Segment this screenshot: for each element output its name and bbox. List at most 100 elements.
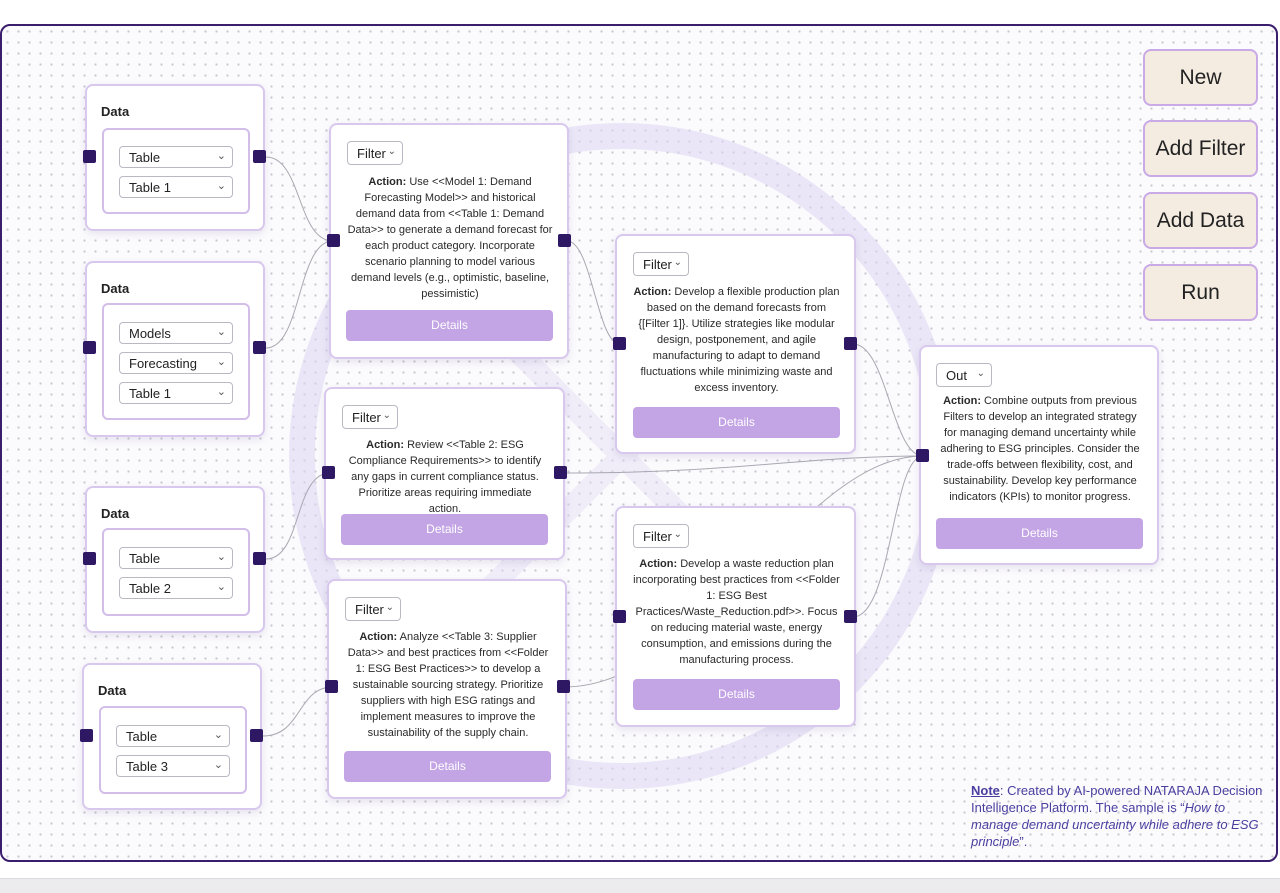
action-text: Action: Develop a flexible production pl… [633,284,840,396]
node-type-select-value: Filter [352,410,381,425]
data-table-select[interactable]: Table 2 ⌄ [119,577,233,599]
data-node-2-input-port[interactable] [83,341,96,354]
wire-data3-filter2 [265,472,331,560]
data-type-select[interactable]: Table ⌄ [119,146,233,168]
node-type-select[interactable]: Filter ⌄ [342,405,398,429]
data-table-select[interactable]: Table 1 ⌄ [119,382,233,404]
details-button[interactable]: Details [346,310,553,341]
run-button[interactable]: Run [1143,264,1258,321]
node-type-select[interactable]: Filter ⌄ [633,524,689,548]
action-label: Action: [633,286,672,298]
data-node-3-output-port[interactable] [253,552,266,565]
filter-node-4[interactable]: Filter ⌄ Action: Develop a flexible prod… [615,234,856,454]
action-text: Action: Combine outputs from previous Fi… [936,393,1144,505]
model-select[interactable]: Forecasting ⌄ [119,352,233,374]
new-button[interactable]: New [1143,49,1258,106]
action-label: Action: [359,631,398,643]
filter-node-2[interactable]: Filter ⌄ Action: Review <<Table 2: ESG C… [324,387,565,560]
data-node-1-input-port[interactable] [83,150,96,163]
chevron-down-icon: ⌄ [382,410,391,421]
details-button[interactable]: Details [341,514,548,545]
details-button[interactable]: Details [633,407,840,438]
filter-node-4-output-port[interactable] [844,337,857,350]
data-source-group: Table ⌄ Table 2 ⌄ [102,528,250,616]
filter-node-5-input-port[interactable] [613,610,626,623]
model-select-value: Forecasting [129,356,197,371]
data-table-select-value: Table 3 [126,759,168,774]
chevron-down-icon: ⌄ [216,386,226,398]
chevron-down-icon: ⌄ [216,581,226,593]
data-source-group: Table ⌄ Table 3 ⌄ [99,706,247,794]
node-type-select[interactable]: Filter ⌄ [347,141,403,165]
note-label: Note [971,783,1000,798]
action-text: Action: Review <<Table 2: ESG Compliance… [342,437,548,517]
note-text-end: ”. [1019,834,1028,849]
data-table-select-value: Table 1 [129,180,171,195]
details-button[interactable]: Details [633,679,840,710]
data-node-4[interactable]: Data Table ⌄ Table 3 ⌄ [82,663,262,810]
filter-node-1[interactable]: Filter ⌄ Action: Use <<Model 1: Demand F… [329,123,569,359]
node-type-select-value: Filter [355,602,384,617]
filter-node-5[interactable]: Filter ⌄ Action: Develop a waste reducti… [615,506,856,727]
filter-node-4-input-port[interactable] [613,337,626,350]
action-description: Develop a waste reduction plan incorpora… [633,558,840,666]
data-type-select[interactable]: Table ⌄ [119,547,233,569]
add-filter-button[interactable]: Add Filter [1143,120,1258,177]
action-text: Action: Develop a waste reduction plan i… [633,556,840,668]
filter-node-1-output-port[interactable] [558,234,571,247]
details-button[interactable]: Details [936,518,1143,549]
data-table-select-value: Table 2 [129,581,171,596]
node-type-select-value: Filter [643,257,672,272]
node-type-select[interactable]: Filter ⌄ [633,252,689,276]
chevron-down-icon: ⌄ [673,529,682,540]
node-type-select[interactable]: Filter ⌄ [345,597,401,621]
action-description: Use <<Model 1: Demand Forecasting Model>… [347,176,553,300]
filter-node-1-input-port[interactable] [327,234,340,247]
out-node[interactable]: Out ⌄ Action: Combine outputs from previ… [919,345,1159,565]
chevron-down-icon: ⌄ [673,257,682,268]
wire-filter5-out [852,455,924,618]
wire-filter4-out [852,343,924,457]
filter-node-3[interactable]: Filter ⌄ Action: Analyze <<Table 3: Supp… [327,579,567,799]
data-node-3[interactable]: Data Table ⌄ Table 2 ⌄ [85,486,265,633]
chevron-down-icon: ⌄ [216,180,226,192]
filter-node-2-output-port[interactable] [554,466,567,479]
note-text: : Created by AI-powered NATARAJA Decisio… [971,783,1263,815]
chevron-down-icon: ⌄ [216,551,226,563]
data-type-select-value: Table [129,551,161,566]
workflow-canvas[interactable]: Data Table ⌄ Table 1 ⌄ Data Models ⌄ For… [0,24,1278,862]
wire-filter2-out [561,455,924,474]
add-data-button[interactable]: Add Data [1143,192,1258,249]
action-description: Combine outputs from previous Filters to… [940,395,1140,503]
filter-node-2-input-port[interactable] [322,466,335,479]
data-node-3-input-port[interactable] [83,552,96,565]
data-node-4-output-port[interactable] [250,729,263,742]
details-button[interactable]: Details [344,751,551,782]
wire-data1-filter1 [265,156,334,242]
filter-node-3-input-port[interactable] [325,680,338,693]
action-description: Develop a flexible production plan based… [638,286,840,394]
data-table-select[interactable]: Table 1 ⌄ [119,176,233,198]
data-type-select-value: Table [126,729,158,744]
action-label: Action: [368,176,407,188]
data-node-2[interactable]: Data Models ⌄ Forecasting ⌄ Table 1 ⌄ [85,261,265,437]
data-node-title: Data [101,281,130,296]
attribution-note: Note: Created by AI-powered NATARAJA Dec… [971,782,1266,850]
node-type-select[interactable]: Out ⌄ [936,363,992,387]
data-type-select[interactable]: Models ⌄ [119,322,233,344]
out-node-input-port[interactable] [916,449,929,462]
action-text: Action: Analyze <<Table 3: Supplier Data… [345,629,551,741]
node-type-select-value: Out [946,368,967,383]
action-description: Analyze <<Table 3: Supplier Data>> and b… [347,631,549,739]
data-source-group: Models ⌄ Forecasting ⌄ Table 1 ⌄ [102,303,250,420]
data-node-4-input-port[interactable] [80,729,93,742]
data-table-select[interactable]: Table 3 ⌄ [116,755,230,777]
action-label: Action: [366,439,405,451]
data-node-1-output-port[interactable] [253,150,266,163]
data-node-2-output-port[interactable] [253,341,266,354]
data-node-1[interactable]: Data Table ⌄ Table 1 ⌄ [85,84,265,231]
action-label: Action: [943,395,981,407]
data-type-select[interactable]: Table ⌄ [116,725,230,747]
filter-node-3-output-port[interactable] [557,680,570,693]
filter-node-5-output-port[interactable] [844,610,857,623]
